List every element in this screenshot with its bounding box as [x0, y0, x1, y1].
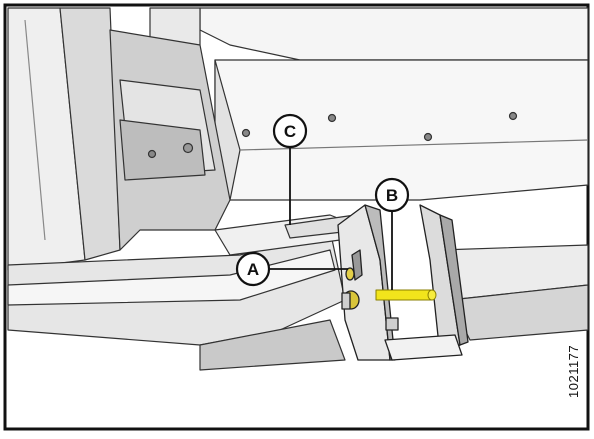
bolt-4 — [241, 128, 251, 138]
bolt-2 — [423, 132, 433, 142]
bolt-1 — [327, 113, 337, 123]
callout-b-label: B — [386, 186, 398, 205]
callout-a: A — [235, 251, 271, 287]
bolt-3 — [508, 111, 518, 121]
support-arm — [214, 214, 361, 256]
callout-c-label: C — [284, 122, 296, 141]
callout-c: C — [272, 113, 308, 149]
header-pin — [375, 289, 433, 301]
leader-lines — [269, 147, 393, 290]
bolt-5 — [182, 142, 194, 154]
bolt-6 — [147, 149, 157, 159]
callout-a-label: A — [247, 260, 259, 279]
mount-bracket — [337, 204, 469, 361]
figure-number: 1021177 — [566, 344, 581, 398]
callout-b: B — [374, 177, 410, 213]
machine-body — [7, 7, 589, 271]
